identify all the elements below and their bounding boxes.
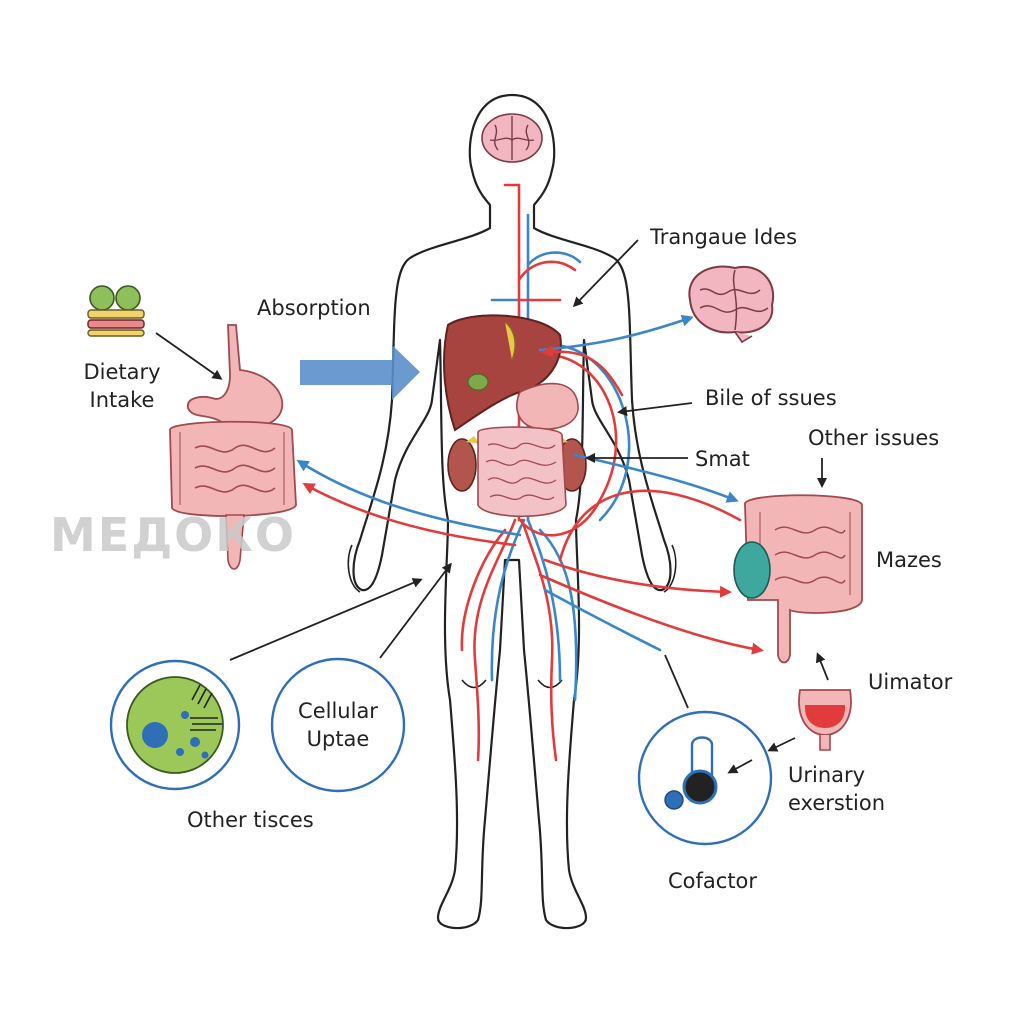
right-large-intestine [734, 495, 862, 662]
food-icon [88, 286, 144, 336]
head-brain [482, 114, 542, 162]
hands [348, 545, 675, 688]
label-absorption: Absorption [257, 294, 371, 322]
label-cofactor: Cofactor [668, 867, 757, 895]
body-stomach [517, 384, 578, 430]
label-trangaue-ides: Trangaue Ides [650, 223, 797, 251]
bladder-icon [799, 690, 851, 750]
label-dietary-intake: Dietary Intake [72, 358, 172, 414]
watermark-logo: МЕДОКО [50, 508, 296, 562]
label-urinary-exerstion: Urinary exerstion [788, 761, 885, 817]
label-bile-of-ssues: Bile of ssues [705, 384, 837, 412]
label-mazes: Mazes [876, 546, 942, 574]
label-smat: Smat [695, 445, 750, 473]
other-tissues-circle [111, 661, 239, 789]
label-other-tisces: Other tisces [187, 806, 314, 834]
cofactor-circle [639, 712, 771, 844]
right-brain [689, 267, 773, 342]
label-other-issues: Other issues [808, 424, 939, 452]
label-uimator: Uimator [868, 668, 952, 696]
label-cellular-uptae: Cellular Uptae [278, 697, 398, 753]
body-intestines [478, 427, 566, 516]
